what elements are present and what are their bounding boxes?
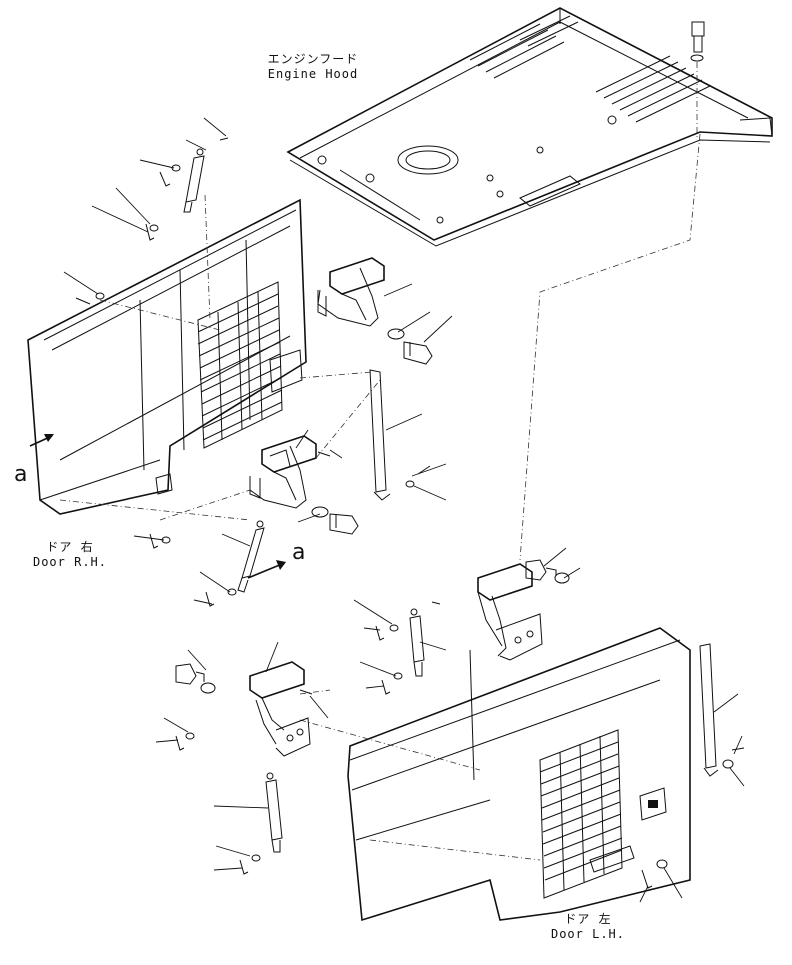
label-engine-hood: エンジンフード Engine Hood: [258, 52, 368, 82]
label-engine-hood-en: Engine Hood: [267, 67, 359, 81]
rh-door-stay-rod: [369, 369, 391, 501]
lh-hinge-lower: [249, 661, 311, 757]
callout-arrow-left: [29, 434, 54, 447]
engine-hood: [286, 7, 773, 247]
label-door-lh-en: Door L.H.: [550, 927, 626, 941]
label-door-lh-jp: ドア 左: [564, 912, 612, 926]
door-lh: [347, 627, 691, 922]
rh-hinge-upper: [317, 257, 385, 327]
lh-door-stay-rod: [699, 643, 719, 777]
hood-bolt: [690, 21, 705, 62]
lh-small-hardware: [175, 601, 745, 889]
label-door-rh-jp: ドア 右: [46, 540, 94, 554]
door-rh-louvre: [197, 281, 283, 449]
label-door-rh-en: Door R.H.: [32, 555, 108, 569]
lh-gas-spring-upper: [409, 608, 425, 677]
callout-arrow-right: [247, 560, 286, 579]
rh-hinge-bolt-lower: [311, 506, 359, 535]
lh-hinge-bolt-upper: [525, 559, 570, 584]
label-door-lh: ドア 左 Door L.H.: [538, 912, 638, 942]
callout-a-left: a: [14, 462, 28, 487]
lh-gas-spring-lower: [265, 772, 283, 853]
door-lh-louvre: [539, 729, 623, 899]
leader-lines: [63, 117, 745, 903]
rh-gas-spring-upper: [183, 148, 205, 213]
lh-hinge-upper: [477, 563, 543, 661]
rh-hinge-lower: [249, 435, 317, 509]
door-rh: [27, 198, 307, 515]
rh-small-hardware: [75, 137, 431, 607]
label-engine-hood-jp: エンジンフード: [267, 52, 359, 66]
rh-gas-spring-lower: [237, 520, 265, 593]
rh-hinge-bolt-upper: [387, 328, 433, 365]
label-door-rh: ドア 右 Door R.H.: [20, 540, 120, 570]
lh-hinge-bolt-lower: [175, 663, 216, 694]
hood-vents: [469, 15, 711, 123]
callout-a-right: a: [292, 540, 306, 565]
